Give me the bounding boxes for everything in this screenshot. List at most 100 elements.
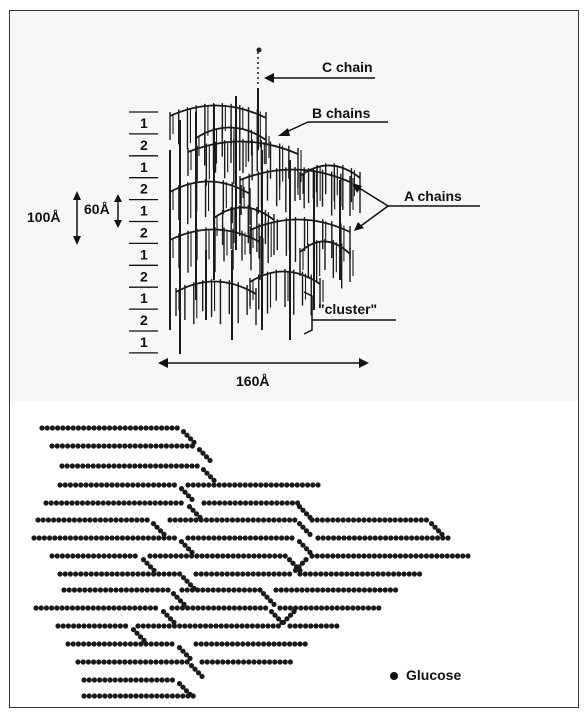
glucose-unit	[227, 605, 232, 610]
glucose-unit	[37, 535, 42, 540]
glucose-unit	[269, 482, 274, 487]
glucose-unit	[181, 602, 186, 607]
glucose-unit	[144, 677, 149, 682]
glucose-unit	[225, 659, 230, 664]
glucose-unit	[219, 517, 224, 522]
glucose-unit	[197, 515, 202, 520]
glucose-unit	[91, 443, 96, 448]
glucose-unit	[232, 605, 237, 610]
glucose-unit	[409, 535, 414, 540]
glucose-unit	[146, 623, 151, 628]
lamella-number: 2	[140, 225, 148, 241]
glucose-unit	[158, 553, 163, 558]
glucose-unit	[163, 553, 168, 558]
glucose-unit	[315, 482, 320, 487]
glucose-unit	[81, 443, 86, 448]
glucose-unit	[307, 532, 312, 537]
glucose-unit	[377, 587, 382, 592]
glucose-unit	[222, 535, 227, 540]
glucose-unit	[154, 677, 159, 682]
glucose-unit	[299, 587, 304, 592]
glucose-unit	[63, 482, 68, 487]
glucose-unit	[233, 500, 238, 505]
glucose-unit	[325, 587, 330, 592]
glucose-unit	[226, 587, 231, 592]
glucose-unit	[161, 571, 166, 576]
glucose-unit	[305, 587, 310, 592]
glucose-unit	[120, 482, 125, 487]
glucose-unit	[237, 605, 242, 610]
glucose-unit	[119, 517, 124, 522]
glucose-unit	[398, 517, 403, 522]
glucose-unit	[174, 659, 179, 664]
glucose-unit	[266, 641, 271, 646]
glucose-unit	[205, 659, 210, 664]
glucose-dot-icon	[390, 672, 398, 680]
glucose-unit	[112, 641, 117, 646]
glucose-unit	[383, 587, 388, 592]
glucose-unit	[148, 605, 153, 610]
glucose-unit	[445, 553, 450, 558]
glucose-unit	[313, 623, 318, 628]
glucose-unit	[168, 500, 173, 505]
glucose-unit	[344, 571, 349, 576]
glucose-unit	[387, 553, 392, 558]
glucose-unit	[341, 587, 346, 592]
glucose-unit	[235, 571, 240, 576]
glucose-unit	[308, 623, 313, 628]
glucose-unit	[141, 535, 146, 540]
glucose-unit	[76, 641, 81, 646]
glucose-unit	[76, 425, 81, 430]
glucose-unit	[212, 500, 217, 505]
glucose-unit	[191, 440, 196, 445]
glucose-unit	[195, 463, 200, 468]
glucose-unit	[243, 535, 248, 540]
glucose-unit	[264, 500, 269, 505]
glucose-unit	[388, 587, 393, 592]
glucose-unit	[230, 517, 235, 522]
glucose-unit	[102, 425, 107, 430]
b-chains-annotation: B chains	[278, 105, 388, 136]
glucose-unit	[419, 517, 424, 522]
glucose-unit	[417, 571, 422, 576]
glucose-unit	[225, 571, 230, 576]
glucose-unit	[82, 517, 87, 522]
glucose-unit	[201, 535, 206, 540]
glucose-unit	[107, 659, 112, 664]
glucose-unit	[370, 571, 375, 576]
glucose-unit	[151, 482, 156, 487]
glucose-unit	[143, 443, 148, 448]
glucose-unit	[240, 517, 245, 522]
glucose-unit	[216, 605, 221, 610]
dimension-100-label: 100Å	[27, 209, 60, 225]
glucose-unit	[378, 535, 383, 540]
glucose-unit	[277, 517, 282, 522]
glucose-unit	[419, 535, 424, 540]
glucose-unit	[143, 659, 148, 664]
glucose-unit	[86, 641, 91, 646]
glucose-unit	[258, 482, 263, 487]
glucose-unit	[393, 535, 398, 540]
lamella-number: 1	[140, 246, 148, 262]
glucose-unit	[279, 482, 284, 487]
glucose-unit	[87, 677, 92, 682]
glucose-unit	[125, 482, 130, 487]
glucose-unit	[96, 659, 101, 664]
glucose-unit	[97, 425, 102, 430]
glucose-unit	[241, 659, 246, 664]
glucose-unit	[287, 517, 292, 522]
glucose-unit	[271, 623, 276, 628]
glucose-unit	[175, 425, 180, 430]
glucose-unit	[372, 587, 377, 592]
glucose-unit	[146, 535, 151, 540]
glucose-unit	[106, 605, 111, 610]
glucose-unit	[349, 571, 354, 576]
glucose-unit	[282, 641, 287, 646]
glucose-unit	[279, 535, 284, 540]
glucose-unit	[339, 571, 344, 576]
glucose-unit	[393, 587, 398, 592]
glucose-unit	[207, 500, 212, 505]
glucose-unit	[39, 605, 44, 610]
glucose-unit	[101, 605, 106, 610]
